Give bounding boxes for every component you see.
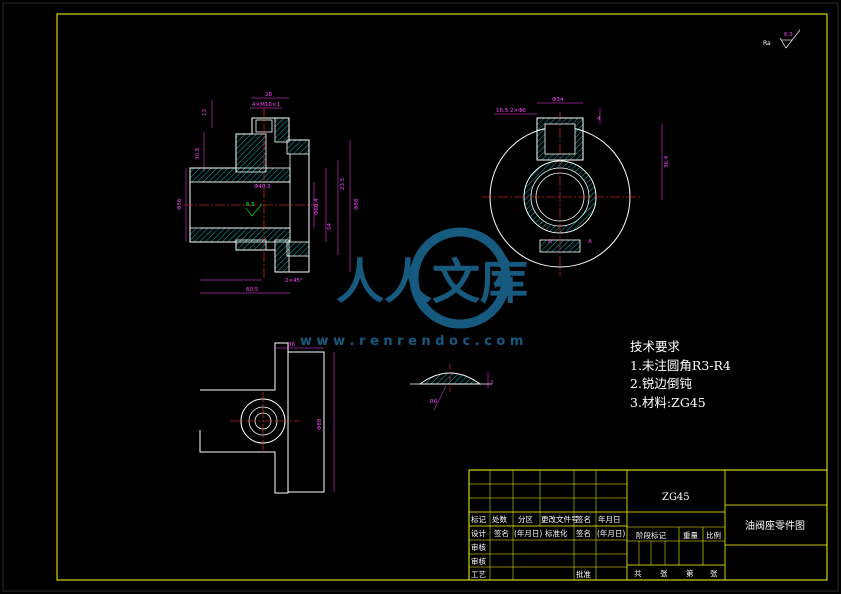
svg-text:28: 28 xyxy=(265,92,272,98)
tb-label-change-doc: 更改文件号 xyxy=(541,514,579,524)
tb-label-approve: 批准 xyxy=(576,569,591,579)
svg-text:Φ34: Φ34 xyxy=(552,97,564,103)
tech-req-item-3: 3.材料:ZG45 xyxy=(630,395,706,410)
tb-label-design-sign: 签名 xyxy=(494,528,509,538)
tb-sheet-no: 第 xyxy=(686,568,694,578)
tb-label-standard: 标准化 xyxy=(545,528,568,538)
svg-text:Φ88: Φ88 xyxy=(354,198,360,210)
detail-section: R6 2 xyxy=(410,364,494,411)
svg-text:Φ88: Φ88 xyxy=(317,418,323,430)
tb-part-name: 油阀座零件图 xyxy=(745,519,805,532)
svg-text:A: A xyxy=(588,239,592,245)
tb-label-zone: 分区 xyxy=(518,515,533,524)
tb-label-review-2: 审核 xyxy=(471,556,486,566)
tb-label-sign: 签名 xyxy=(576,514,591,524)
bottom-view: 36 Φ88 xyxy=(199,342,335,494)
tech-requirements: 技术要求 1.未注圆角R3-R4 2.锐边倒钝 3.材料:ZG45 xyxy=(630,339,731,410)
svg-text:Ra: Ra xyxy=(763,40,771,47)
svg-text:36: 36 xyxy=(288,342,295,348)
tb-label-standard-date: (年月日) xyxy=(597,528,625,538)
tb-label-design-date: (年月日) xyxy=(514,528,542,538)
svg-text:Φ56: Φ56 xyxy=(177,198,183,210)
svg-text:6.5: 6.5 xyxy=(246,202,255,208)
tb-label-review: 审核 xyxy=(471,542,486,552)
side-view: Φ34 16.5 2×Φ6 36.4 4 A A xyxy=(482,97,670,276)
tb-label-count: 处数 xyxy=(492,514,507,524)
svg-text:23.5: 23.5 xyxy=(340,177,346,190)
tech-req-title: 技术要求 xyxy=(630,339,681,354)
svg-text:4×M10×1: 4×M10×1 xyxy=(252,102,280,108)
svg-text:54: 54 xyxy=(327,223,333,230)
watermark-brand: 人人文库 xyxy=(336,254,528,310)
svg-text:2: 2 xyxy=(490,380,494,386)
tech-req-item-2: 2.锐边倒钝 xyxy=(630,376,692,391)
svg-text:13: 13 xyxy=(202,109,208,116)
svg-text:4: 4 xyxy=(597,116,601,122)
tb-stage-mark: 阶段标记 xyxy=(636,530,666,540)
svg-text:Φ60.4: Φ60.4 xyxy=(314,198,320,215)
svg-text:16.5 2×Φ6: 16.5 2×Φ6 xyxy=(496,108,526,114)
svg-text:2×45°: 2×45° xyxy=(285,278,303,284)
svg-text:Φ40.3: Φ40.3 xyxy=(254,184,271,190)
watermark: 人人文库 w w w . r e n r e n d o c . c o m xyxy=(300,227,528,349)
tb-sheet-unit-1: 张 xyxy=(660,569,668,578)
svg-text:6.3: 6.3 xyxy=(784,32,793,38)
tb-sheet-unit-2: 张 xyxy=(710,569,718,578)
tech-req-item-1: 1.未注圆角R3-R4 xyxy=(630,358,731,373)
tb-sheet-total: 共 xyxy=(634,569,642,578)
svg-text:A: A xyxy=(548,239,552,245)
roughness-symbol: Ra 6.3 xyxy=(763,29,801,49)
front-section-view: 28 4×M10×1 13 30.8 Φ56 Φ88 23.5 54 Φ60.4… xyxy=(177,92,360,294)
tb-material: ZG45 xyxy=(662,492,690,503)
svg-text:60.5: 60.5 xyxy=(246,287,259,293)
watermark-url: w w w . r e n r e n d o c . c o m xyxy=(300,334,523,349)
tb-label-standard-sign: 签名 xyxy=(576,528,591,538)
svg-text:36.4: 36.4 xyxy=(664,155,670,168)
drawing-frame xyxy=(56,13,828,581)
svg-text:30.8: 30.8 xyxy=(195,147,201,160)
title-block: 标记 处数 分区 更改文件号 签名 年月日 设计 签名 (年月日) 标准化 签名… xyxy=(468,469,828,581)
tb-label-mark: 标记 xyxy=(471,514,486,524)
tb-scale: 比例 xyxy=(706,530,721,540)
tb-label-design: 设计 xyxy=(471,528,486,538)
tb-weight: 重量 xyxy=(683,531,698,540)
svg-text:R6: R6 xyxy=(430,399,438,405)
tb-label-date: 年月日 xyxy=(598,514,621,524)
tb-label-process: 工艺 xyxy=(471,570,486,579)
